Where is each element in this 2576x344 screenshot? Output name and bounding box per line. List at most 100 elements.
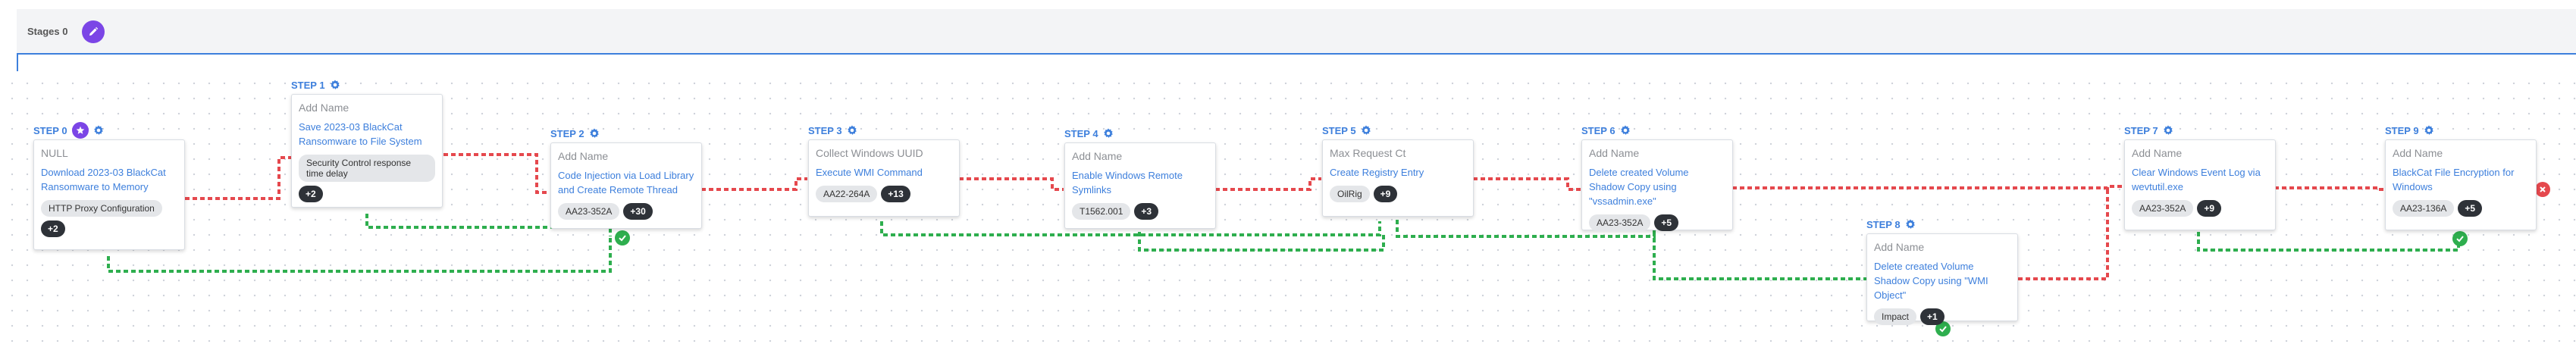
failure-path	[185, 156, 292, 200]
stages-label: Stages 0	[27, 26, 68, 37]
tag-count-badge[interactable]: +1	[1920, 308, 1945, 325]
close-icon	[2540, 186, 2546, 192]
step-2: STEP 2 Add Name Code Injection via Load …	[550, 124, 702, 229]
step-title: STEP 2	[550, 127, 584, 139]
gear-icon	[2163, 125, 2173, 135]
step-tag: HTTP Proxy Configuration	[41, 200, 162, 217]
check-icon	[619, 235, 626, 242]
step-card[interactable]: Add Name Code Injection via Load Library…	[550, 142, 702, 229]
step-settings-button[interactable]	[2163, 125, 2173, 136]
step-tag: AA22-264A	[816, 186, 878, 202]
stage-indicator	[17, 53, 2576, 71]
success-marker-step-2	[615, 230, 630, 245]
failure-path	[959, 177, 1064, 191]
step-action-link[interactable]: Code Injection via Load Library and Crea…	[558, 170, 694, 195]
step-action-link[interactable]: Enable Windows Remote Symlinks	[1072, 170, 1183, 195]
step-card[interactable]: Add Name BlackCat File Encryption for Wi…	[2385, 139, 2537, 230]
step-settings-button[interactable]	[2424, 125, 2434, 136]
failure-path	[2274, 186, 2384, 191]
failure-path	[443, 153, 550, 194]
step-tag: OilRig	[1330, 186, 1370, 202]
success-path	[1653, 230, 1866, 280]
tag-count-badge[interactable]: +2	[41, 220, 65, 237]
tag-count-badge[interactable]: +5	[1654, 214, 1679, 231]
tag-count-badge[interactable]: +30	[623, 203, 653, 220]
step-card[interactable]: Add Name Enable Windows Remote Symlinks …	[1064, 142, 1216, 229]
edit-stages-button[interactable]	[82, 20, 105, 43]
tag-count-badge[interactable]: +3	[1134, 203, 1159, 220]
failure-path	[1732, 185, 2123, 189]
success-path	[1138, 232, 1385, 252]
step-name[interactable]: Add Name	[299, 102, 349, 114]
step-card[interactable]: Add Name Delete created Volume Shadow Co…	[1866, 233, 2018, 325]
step-card[interactable]: Add Name Clear Windows Event Log via wev…	[2124, 139, 2276, 230]
step-action-link[interactable]: Save 2023-03 BlackCat Ransomware to File…	[299, 121, 422, 147]
step-settings-button[interactable]	[847, 125, 857, 136]
step-name[interactable]: Add Name	[1874, 241, 1925, 253]
check-icon	[1939, 326, 1947, 333]
tag-count-badge[interactable]: +5	[2458, 200, 2483, 217]
tag-count-badge[interactable]: +9	[1373, 186, 1398, 202]
success-path	[107, 236, 612, 273]
step-settings-button[interactable]	[1905, 219, 1916, 230]
step-card[interactable]: Add Name Save 2023-03 BlackCat Ransomwar…	[291, 94, 443, 208]
step-9: STEP 9 Add Name BlackCat File Encryption…	[2385, 121, 2537, 230]
step-settings-button[interactable]	[1361, 125, 1371, 136]
gear-icon	[1361, 125, 1371, 135]
tag-count-badge[interactable]: +9	[2197, 200, 2222, 217]
step-3: STEP 3 Collect Windows UUID Execute WMI …	[808, 121, 960, 217]
gear-icon	[2424, 125, 2433, 135]
step-8: STEP 8 Add Name Delete created Volume Sh…	[1866, 215, 2018, 325]
gear-icon	[589, 128, 599, 138]
tag-count-badge[interactable]: +2	[299, 186, 323, 202]
step-name[interactable]: Add Name	[2132, 147, 2183, 159]
step-action-link[interactable]: Delete created Volume Shadow Copy using …	[1874, 261, 1988, 301]
step-title: STEP 5	[1322, 124, 1356, 136]
step-card[interactable]: Collect Windows UUID Execute WMI Command…	[808, 139, 960, 217]
step-name[interactable]: Add Name	[558, 150, 609, 162]
success-path	[2197, 232, 2460, 252]
step-7: STEP 7 Add Name Clear Windows Event Log …	[2124, 121, 2276, 230]
step-action-link[interactable]: BlackCat File Encryption for Windows	[2393, 167, 2515, 192]
step-action-link[interactable]: Create Registry Entry	[1330, 167, 1424, 178]
step-name[interactable]: Add Name	[2393, 147, 2443, 159]
step-action-link[interactable]: Download 2023-03 BlackCat Ransomware to …	[41, 167, 166, 192]
step-card[interactable]: NULL Download 2023-03 BlackCat Ransomwar…	[33, 139, 185, 250]
step-action-link[interactable]: Delete created Volume Shadow Copy using …	[1589, 167, 1689, 207]
failure-path	[1215, 177, 1321, 191]
success-marker-step-8	[1935, 321, 1951, 336]
star-icon	[76, 126, 84, 134]
start-step-badge	[71, 122, 89, 139]
step-settings-button[interactable]	[330, 80, 340, 90]
step-card[interactable]: Max Request Ct Create Registry Entry Oil…	[1322, 139, 1474, 217]
step-name[interactable]: NULL	[41, 147, 68, 159]
step-title: STEP 9	[2385, 124, 2419, 136]
step-title: STEP 3	[808, 124, 842, 136]
step-title: STEP 7	[2124, 124, 2158, 136]
step-settings-button[interactable]	[1620, 125, 1631, 136]
step-name[interactable]: Collect Windows UUID	[816, 147, 923, 159]
step-name[interactable]: Add Name	[1072, 150, 1123, 162]
step-title: STEP 8	[1866, 218, 1901, 230]
gear-icon	[93, 125, 103, 135]
failure-path	[2018, 188, 2109, 280]
step-tag: AA23-352A	[1589, 214, 1651, 231]
step-title: STEP 1	[291, 79, 325, 91]
step-card[interactable]: Add Name Delete created Volume Shadow Co…	[1581, 139, 1733, 231]
step-action-link[interactable]: Clear Windows Event Log via wevtutil.exe	[2132, 167, 2261, 192]
step-tag: Impact	[1874, 308, 1917, 325]
step-5: STEP 5 Max Request Ct Create Registry En…	[1322, 121, 1474, 217]
success-path	[880, 221, 1381, 236]
step-settings-button[interactable]	[1103, 128, 1114, 139]
step-tag: AA23-352A	[558, 203, 620, 220]
step-action-link[interactable]: Execute WMI Command	[816, 167, 923, 178]
step-settings-button[interactable]	[93, 125, 104, 136]
step-tag: AA23-352A	[2132, 200, 2194, 217]
step-6: STEP 6 Add Name Delete created Volume Sh…	[1581, 121, 1733, 231]
step-name[interactable]: Add Name	[1589, 147, 1640, 159]
tag-count-badge[interactable]: +13	[881, 186, 910, 202]
step-tag: T1562.001	[1072, 203, 1131, 220]
step-name[interactable]: Max Request Ct	[1330, 147, 1406, 159]
step-title: STEP 0	[33, 124, 67, 136]
step-settings-button[interactable]	[589, 128, 600, 139]
